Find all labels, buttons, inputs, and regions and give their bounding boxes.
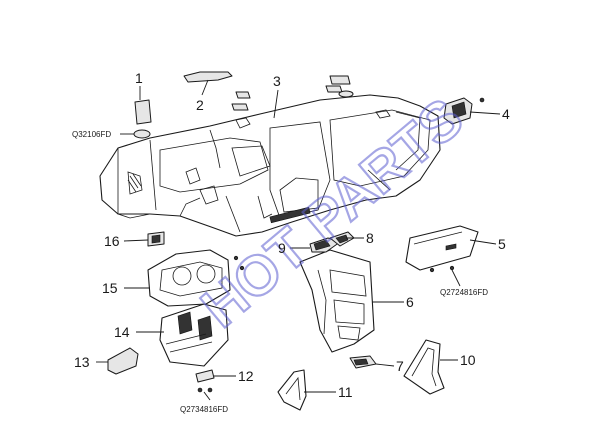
top-clips	[231, 75, 354, 111]
callout-13: 13	[74, 354, 90, 370]
part-11-trim	[277, 369, 307, 411]
part-1-vent	[133, 99, 152, 139]
callout-11: 11	[338, 384, 353, 400]
part-codes: Q32106FD Q2724816FD Q2734816FD	[72, 130, 488, 414]
callout-16: 16	[104, 233, 120, 249]
callout-14: 14	[114, 324, 130, 340]
part-8-9-vents	[309, 231, 355, 253]
part-code-b: Q2724816FD	[440, 288, 488, 297]
part-10-trim	[403, 339, 445, 395]
callout-12: 12	[238, 368, 254, 384]
part-2-cap	[183, 71, 233, 83]
callout-4: 4	[502, 106, 510, 122]
callout-7: 7	[396, 358, 404, 374]
part-16-switch	[147, 231, 165, 247]
instrument-panel-part	[99, 94, 441, 237]
leader-lines	[96, 79, 501, 401]
part-6-center-bezel	[299, 249, 375, 353]
part-code-a: Q32106FD	[72, 130, 111, 139]
part-code-c: Q2734816FD	[180, 405, 228, 414]
part-4-side-vent	[443, 97, 485, 125]
callout-10: 10	[460, 352, 476, 368]
callout-6: 6	[406, 294, 414, 310]
part-15-cluster-bezel	[147, 249, 245, 307]
part-12-clip	[195, 369, 215, 393]
callout-9: 9	[278, 240, 286, 256]
callout-1: 1	[135, 70, 143, 86]
callout-labels: 1 2 3 4 5 6 7 8 9 10 11 12 13 14 15 16	[74, 70, 510, 400]
callout-2: 2	[196, 97, 204, 113]
part-7-switch	[349, 355, 377, 369]
callout-3: 3	[273, 73, 281, 89]
part-5-glove-box	[405, 225, 479, 273]
part-13-cover	[107, 347, 139, 375]
callout-15: 15	[102, 280, 118, 296]
part-14-lower-bracket	[159, 303, 229, 367]
callout-5: 5	[498, 236, 506, 252]
callout-8: 8	[366, 230, 374, 246]
